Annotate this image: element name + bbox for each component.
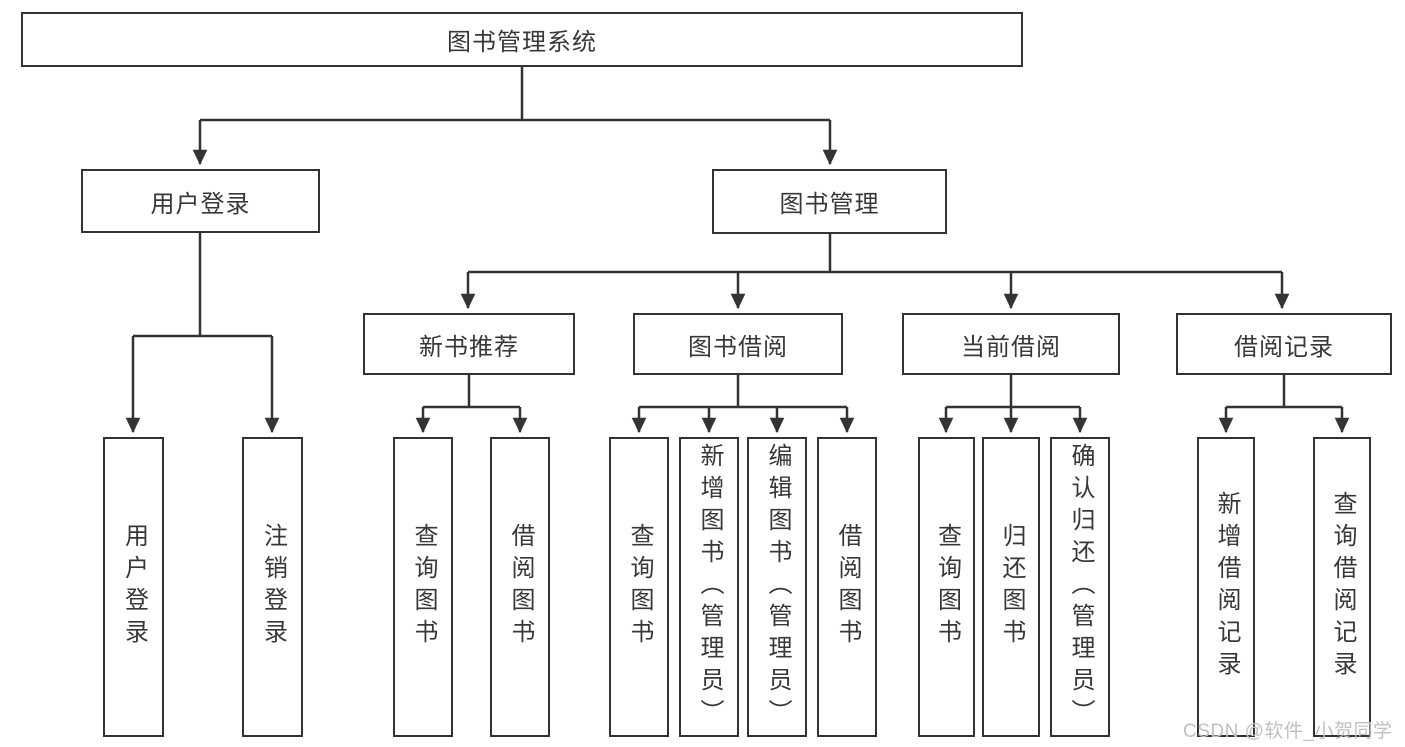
node-add-borrow-record: 新增借阅记录 [1197,437,1255,737]
node-borrow-books-borrow: 借阅图书 [817,437,877,737]
node-add-books-admin: 新增图书（管理员） [679,437,739,737]
node-current-borrowing: 当前借阅 [902,313,1120,375]
node-new-book-recommend: 新书推荐 [363,313,575,375]
node-return-books: 归还图书 [982,437,1040,737]
node-confirm-return-admin: 确认归还（管理员） [1050,437,1110,737]
node-book-management: 图书管理 [712,169,947,234]
node-borrowing-records: 借阅记录 [1176,313,1392,375]
node-logout-login: 注销登录 [242,437,303,737]
node-edit-books-admin: 编辑图书（管理员） [747,437,807,737]
node-query-books-new: 查询图书 [393,437,453,737]
csdn-watermark: CSDN @软件_小贺同学 [1183,721,1393,742]
node-user-login-leaf: 用户登录 [103,437,164,737]
node-query-borrow-record: 查询借阅记录 [1313,437,1371,737]
node-query-books-current: 查询图书 [918,437,975,737]
node-library-management-system: 图书管理系统 [21,12,1023,67]
node-borrow-books-new: 借阅图书 [490,437,550,737]
node-book-borrowing: 图书借阅 [633,313,843,375]
node-query-books-borrow: 查询图书 [609,437,669,737]
node-user-login: 用户登录 [81,169,320,233]
